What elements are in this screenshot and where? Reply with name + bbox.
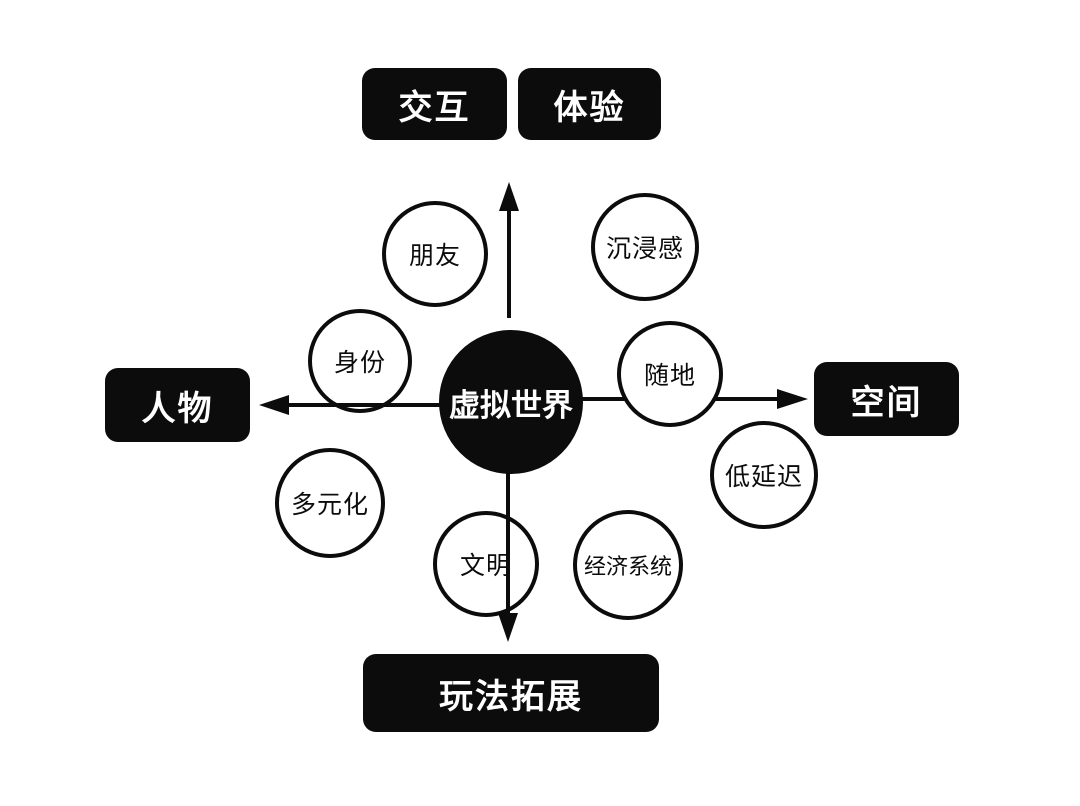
arrow-up-icon bbox=[499, 182, 519, 318]
satellite-label: 随地 bbox=[643, 362, 696, 390]
satellite-node-friends: 朋友 bbox=[382, 201, 488, 307]
branch-node-interaction: 交互 bbox=[362, 68, 507, 140]
satellite-node-anywhere: 随地 bbox=[617, 321, 723, 427]
branch-label: 体验 bbox=[553, 88, 626, 127]
satellite-node-economic-system: 经济系统 bbox=[573, 510, 683, 620]
satellite-node-diversification: 多元化 bbox=[275, 448, 385, 558]
satellite-label: 朋友 bbox=[408, 242, 461, 270]
satellite-label: 沉浸感 bbox=[605, 235, 684, 263]
satellite-node-low-latency: 低延迟 bbox=[710, 421, 818, 529]
satellite-node-immersion: 沉浸感 bbox=[591, 193, 699, 301]
satellite-node-civilization: 文明 bbox=[433, 511, 539, 617]
satellite-label: 低延迟 bbox=[724, 463, 803, 491]
satellite-label: 文明 bbox=[459, 552, 512, 580]
satellite-node-identity: 身份 bbox=[308, 309, 412, 413]
branch-node-experience: 体验 bbox=[518, 68, 661, 140]
center-node-virtual-world: 虚拟世界 bbox=[439, 330, 583, 474]
center-node-label: 虚拟世界 bbox=[449, 387, 573, 423]
branch-label: 人物 bbox=[141, 389, 214, 428]
satellite-label: 多元化 bbox=[290, 491, 369, 519]
branch-label: 交互 bbox=[398, 88, 471, 127]
branch-label: 玩法拓展 bbox=[439, 677, 583, 716]
arrow-left-icon bbox=[259, 395, 448, 415]
branch-node-gameplay-expansion: 玩法拓展 bbox=[363, 654, 659, 732]
branch-node-space: 空间 bbox=[814, 362, 959, 436]
branch-node-character: 人物 bbox=[105, 368, 250, 442]
branch-label: 空间 bbox=[850, 383, 923, 422]
satellite-label: 身份 bbox=[333, 349, 386, 377]
arrow-down-icon bbox=[498, 470, 518, 642]
satellite-label: 经济系统 bbox=[583, 554, 672, 579]
